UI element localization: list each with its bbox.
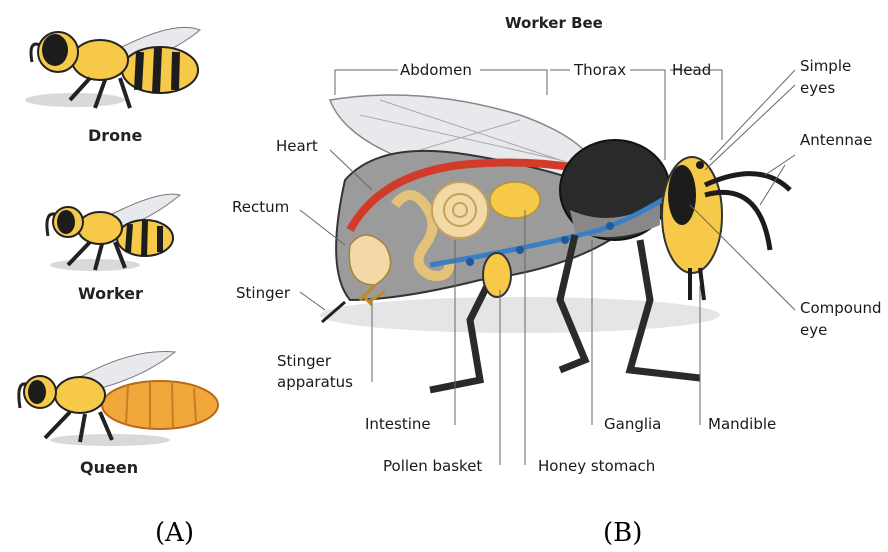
label-head: Head xyxy=(672,62,711,79)
caste-label-queen: Queen xyxy=(80,458,138,477)
panel-label-b: (B) xyxy=(603,518,642,548)
label-antennae: Antennae xyxy=(800,132,872,149)
simple-eye-shape xyxy=(696,161,704,169)
label-compound-eye-line1: Compound xyxy=(800,300,882,317)
label-honey-stomach: Honey stomach xyxy=(538,458,655,475)
label-stinger: Stinger xyxy=(236,285,290,302)
worker-illustration xyxy=(47,194,180,271)
label-heart: Heart xyxy=(276,138,318,155)
label-mandible: Mandible xyxy=(708,416,776,433)
label-rectum: Rectum xyxy=(232,199,289,216)
label-thorax: Thorax xyxy=(574,62,626,79)
panel-label-a: (A) xyxy=(155,518,194,548)
pollen-basket-shape xyxy=(483,253,511,297)
label-simple-eyes-line2: eyes xyxy=(800,80,835,97)
drone-illustration xyxy=(25,27,200,108)
label-abdomen: Abdomen xyxy=(400,62,472,79)
label-pollen-basket: Pollen basket xyxy=(383,458,482,475)
compound-eye-shape xyxy=(668,165,696,225)
honey-stomach-shape xyxy=(490,182,540,218)
diagram-title: Worker Bee xyxy=(505,14,603,32)
label-compound-eye-line2: eye xyxy=(800,322,827,339)
label-intestine: Intestine xyxy=(365,416,431,433)
queen-illustration xyxy=(19,352,218,446)
caste-label-worker: Worker xyxy=(78,284,143,303)
label-simple-eyes-line1: Simple xyxy=(800,58,851,75)
label-ganglia: Ganglia xyxy=(604,416,661,433)
caste-label-drone: Drone xyxy=(88,126,142,145)
label-stinger-apparatus-line1: Stinger xyxy=(277,353,331,370)
worker-bee-anatomy xyxy=(300,70,795,465)
label-stinger-apparatus-line2: apparatus xyxy=(277,374,353,391)
